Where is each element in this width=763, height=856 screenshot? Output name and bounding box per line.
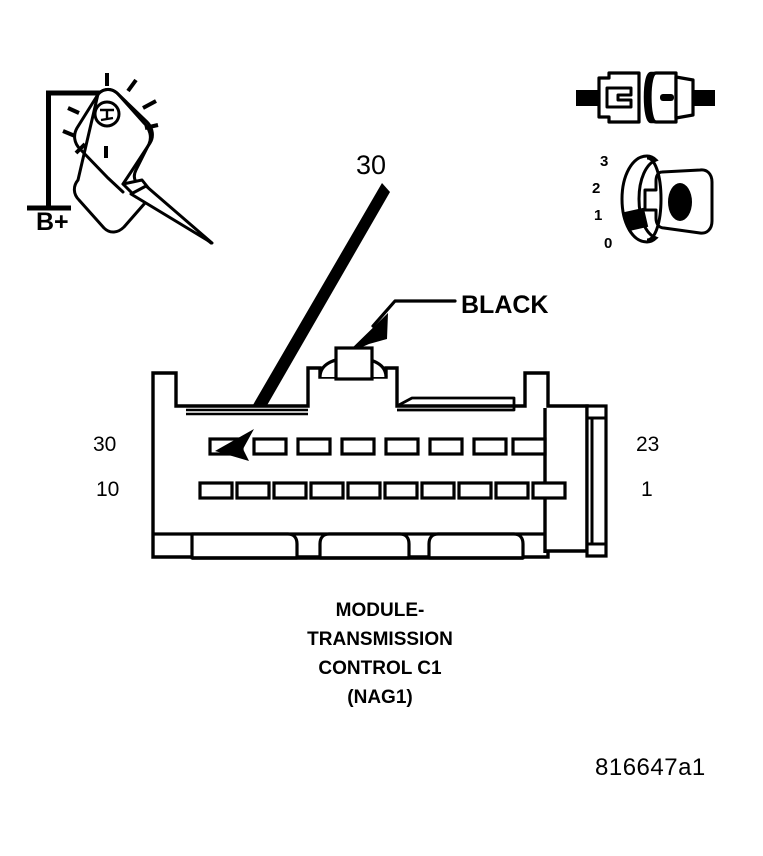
connector-body <box>151 346 608 560</box>
key-position-label-2: 2 <box>592 180 601 197</box>
key-position-label-1: 1 <box>594 207 603 224</box>
connector-disconnected-icon <box>576 71 715 124</box>
figure-caption: MODULE- TRANSMISSION CONTROL C1 (NAG1) <box>160 596 600 712</box>
key-position-label-3: 3 <box>600 153 609 170</box>
key-position-label-0: 0 <box>604 235 613 252</box>
pin-label-bottom-right: 1 <box>641 478 653 501</box>
caption-line-3: CONTROL C1 <box>318 658 442 679</box>
pin-label-bottom-left: 10 <box>96 478 120 501</box>
caption-line-2: TRANSMISSION <box>307 629 453 650</box>
b-plus-label: B+ <box>36 208 69 236</box>
caption-line-1: MODULE- <box>335 600 425 621</box>
callout-label-30: 30 <box>356 150 387 180</box>
caption-line-4: (NAG1) <box>347 687 413 708</box>
callout-arrow-black <box>346 299 457 354</box>
figure-id-label: 816647a1 <box>595 754 706 781</box>
pin-slot-row-bottom <box>198 481 567 500</box>
pin-label-top-left: 30 <box>93 433 117 456</box>
ignition-key-switch-icon <box>620 154 714 244</box>
test-light-probe-icon <box>27 73 214 245</box>
pin-label-top-right: 23 <box>636 433 660 456</box>
wire-color-label-black: BLACK <box>461 291 549 319</box>
